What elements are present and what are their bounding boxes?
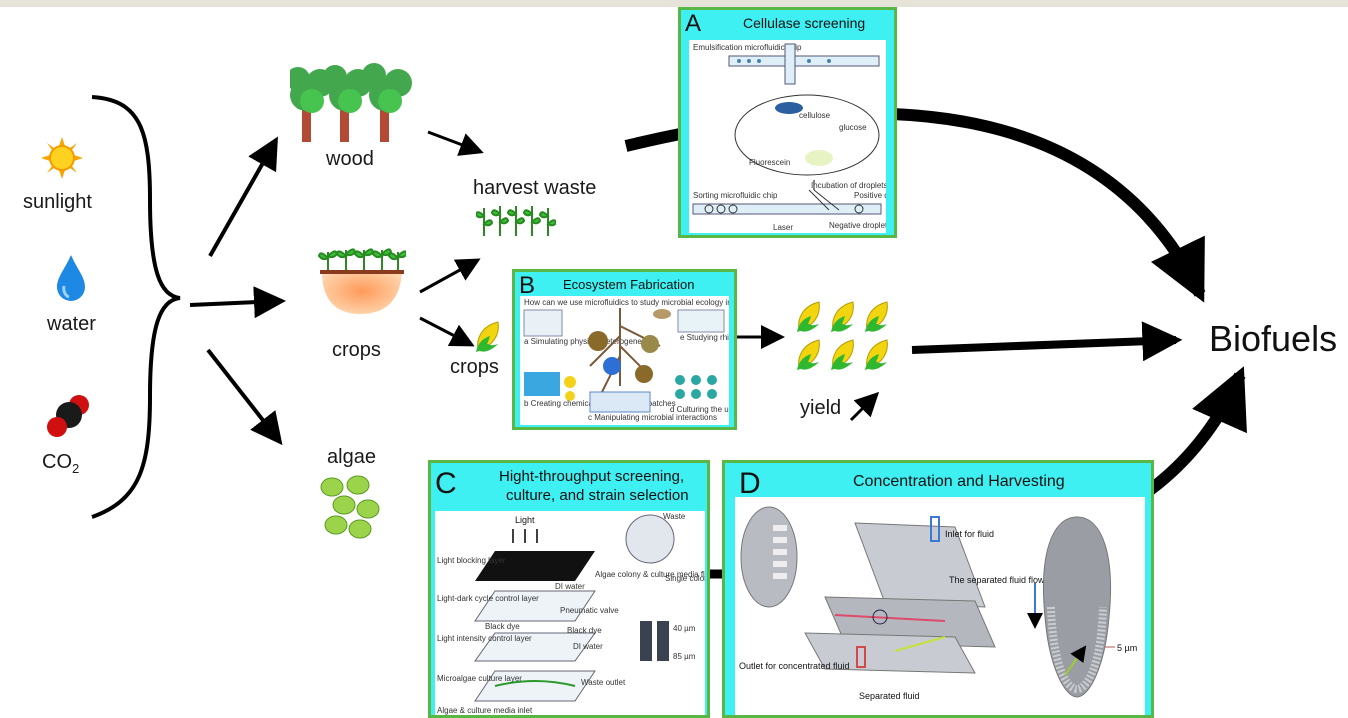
arrow-crops-to-waste [419,258,481,294]
panel-c-high-throughput-screening: C Hight-throughput screening, culture, a… [428,460,710,718]
panel-b-letter: B [519,272,536,299]
panel-c-label-5: Algae & culture media inlet [437,706,533,715]
panel-a-label-2: Incubation of droplets [811,181,886,190]
panel-d-concentration-harvesting: D Concentration and Harvesting Inlet for… [722,460,1154,718]
panel-a-label-1: Sorting microfluidic chip [693,191,778,200]
water-drop-icon [57,255,85,301]
water-label: water [47,313,96,335]
yield-label: yield [800,397,842,419]
panel-d-label-separated-flow: The separated fluid flows downhole [949,575,1090,585]
panel-c-label-4: Microalgae culture layer [437,674,522,683]
panel-d-title: Concentration and Harvesting [853,473,1065,490]
co2-molecule-icon [47,395,89,437]
panel-a-label-3: cellulose [799,111,831,120]
panel-b-caption-a: a Simulating physical heterogeneity [524,337,650,346]
biofuels-label: Biofuels [1209,318,1338,359]
panel-a-label-8: Positive droplets [854,191,886,200]
yield-increase-arrow [849,391,880,422]
sun-icon [41,137,83,179]
corn-icon [476,321,499,352]
panel-c-chip-diagram: Light Light blocking layer Light-dark cy… [437,512,705,715]
panel-c-label-bd2: Black dye [567,626,602,635]
wood-label: wood [326,148,374,170]
panel-d-spiral-device-diagram: Inlet for fluid The separated fluid flow… [739,506,1137,701]
algae-cells-icon [320,475,380,539]
panel-c-label-3: Light intensity control layer [437,634,532,643]
trees-icon [290,63,412,142]
panel-d-label-inlet: Inlet for fluid [945,529,994,539]
panel-c-label-trap: Single colony trapping site [665,574,705,583]
top-strip [0,0,1348,7]
panel-c-label-pv: Pneumatic valve [560,606,619,615]
panel-c-letter: C [435,467,457,500]
panel-a-label-0: Emulsification microfluidic chip [693,43,802,52]
panel-a-label-6: Laser [773,223,793,232]
panel-d-label-separated: Separated fluid [859,691,920,701]
corn-yield-icon [796,301,888,371]
panel-c-label-light: Light [515,515,535,525]
panel-a-figure: Emulsification microfluidic chip cellulo… [689,40,886,233]
panel-c-label-bd1: Black dye [485,622,520,631]
crops-field-label: crops [332,339,381,361]
panel-c-label-1: Light blocking layer [437,556,506,565]
sunlight-label: sunlight [23,191,92,213]
panel-c-label-2: Light-dark cycle control layer [437,594,539,603]
panel-d-label-5um: 5 µm [1117,643,1137,653]
panel-b-caption-e: e Studying rhizosphere interactions [680,333,729,342]
panel-d-letter: D [739,467,761,500]
panel-b-question: How can we use microfluidics to study mi… [524,298,729,307]
harvest-waste-icon [476,206,556,236]
panel-b-title: Ecosystem Fabrication [563,277,695,292]
panel-b-figure: How can we use microfluidics to study mi… [520,296,729,425]
panel-c-label-wo: Waste outlet [581,678,626,687]
harvest-waste-label: harvest waste [473,177,597,199]
algae-label: algae [327,446,376,468]
arrow-wood-to-waste [427,130,484,156]
panel-c-title-line2: culture, and strain selection [506,487,689,504]
co2-label: CO2 [42,451,80,476]
panel-c-figure: Light Light blocking layer Light-dark cy… [435,511,705,715]
arrow-to-crops [189,286,286,319]
panel-a-label-4: glucose [839,123,867,132]
panel-d-label-outlet: Outlet for concentrated fluid [739,661,850,671]
panel-b-caption-d: d Culturing the unculturable [670,405,729,414]
panel-c-label-waste: Waste [663,512,686,521]
panel-b-ecosystem-fabrication: B Ecosystem Fabrication How can we use m… [512,269,737,430]
panel-c-label-flow: Algae colony & culture media flow [595,570,705,579]
panel-c-title-line1: Hight-throughput screening, [499,468,685,485]
panel-c-label-dw2: DI water [573,642,603,651]
panel-c-label-40um: 40 µm [673,624,696,633]
arrow-yield-to-biofuels [911,321,1183,362]
input-brace [91,95,181,519]
crops-seed-label: crops [450,356,499,378]
crop-field-icon [317,248,406,314]
panel-a-microfluidic-diagram: Emulsification microfluidic chip cellulo… [692,43,886,232]
panel-c-label-85um: 85 µm [673,652,696,661]
panel-a-cellulase-screening: A Cellulase screening Emulsification mic… [678,7,897,238]
panel-a-letter: A [685,10,702,37]
panel-a-label-7: Negative droplets [829,221,886,230]
panel-a-label-5: Fluorescein [749,158,790,167]
panel-a-title: Cellulase screening [743,15,866,31]
panel-b-caption-c: c Manipulating microbial interactions [588,413,717,422]
panel-c-label-dw1: DI water [555,582,585,591]
arrow-to-algae [206,348,283,446]
arrow-crops-to-seed [419,316,475,347]
arrow-to-wood [208,136,278,257]
panel-d-figure: Inlet for fluid The separated fluid flow… [735,497,1145,715]
arrow-d-to-biofuels [1146,366,1247,495]
panel-b-soil-diagram: How can we use microfluidics to study mi… [523,298,729,422]
